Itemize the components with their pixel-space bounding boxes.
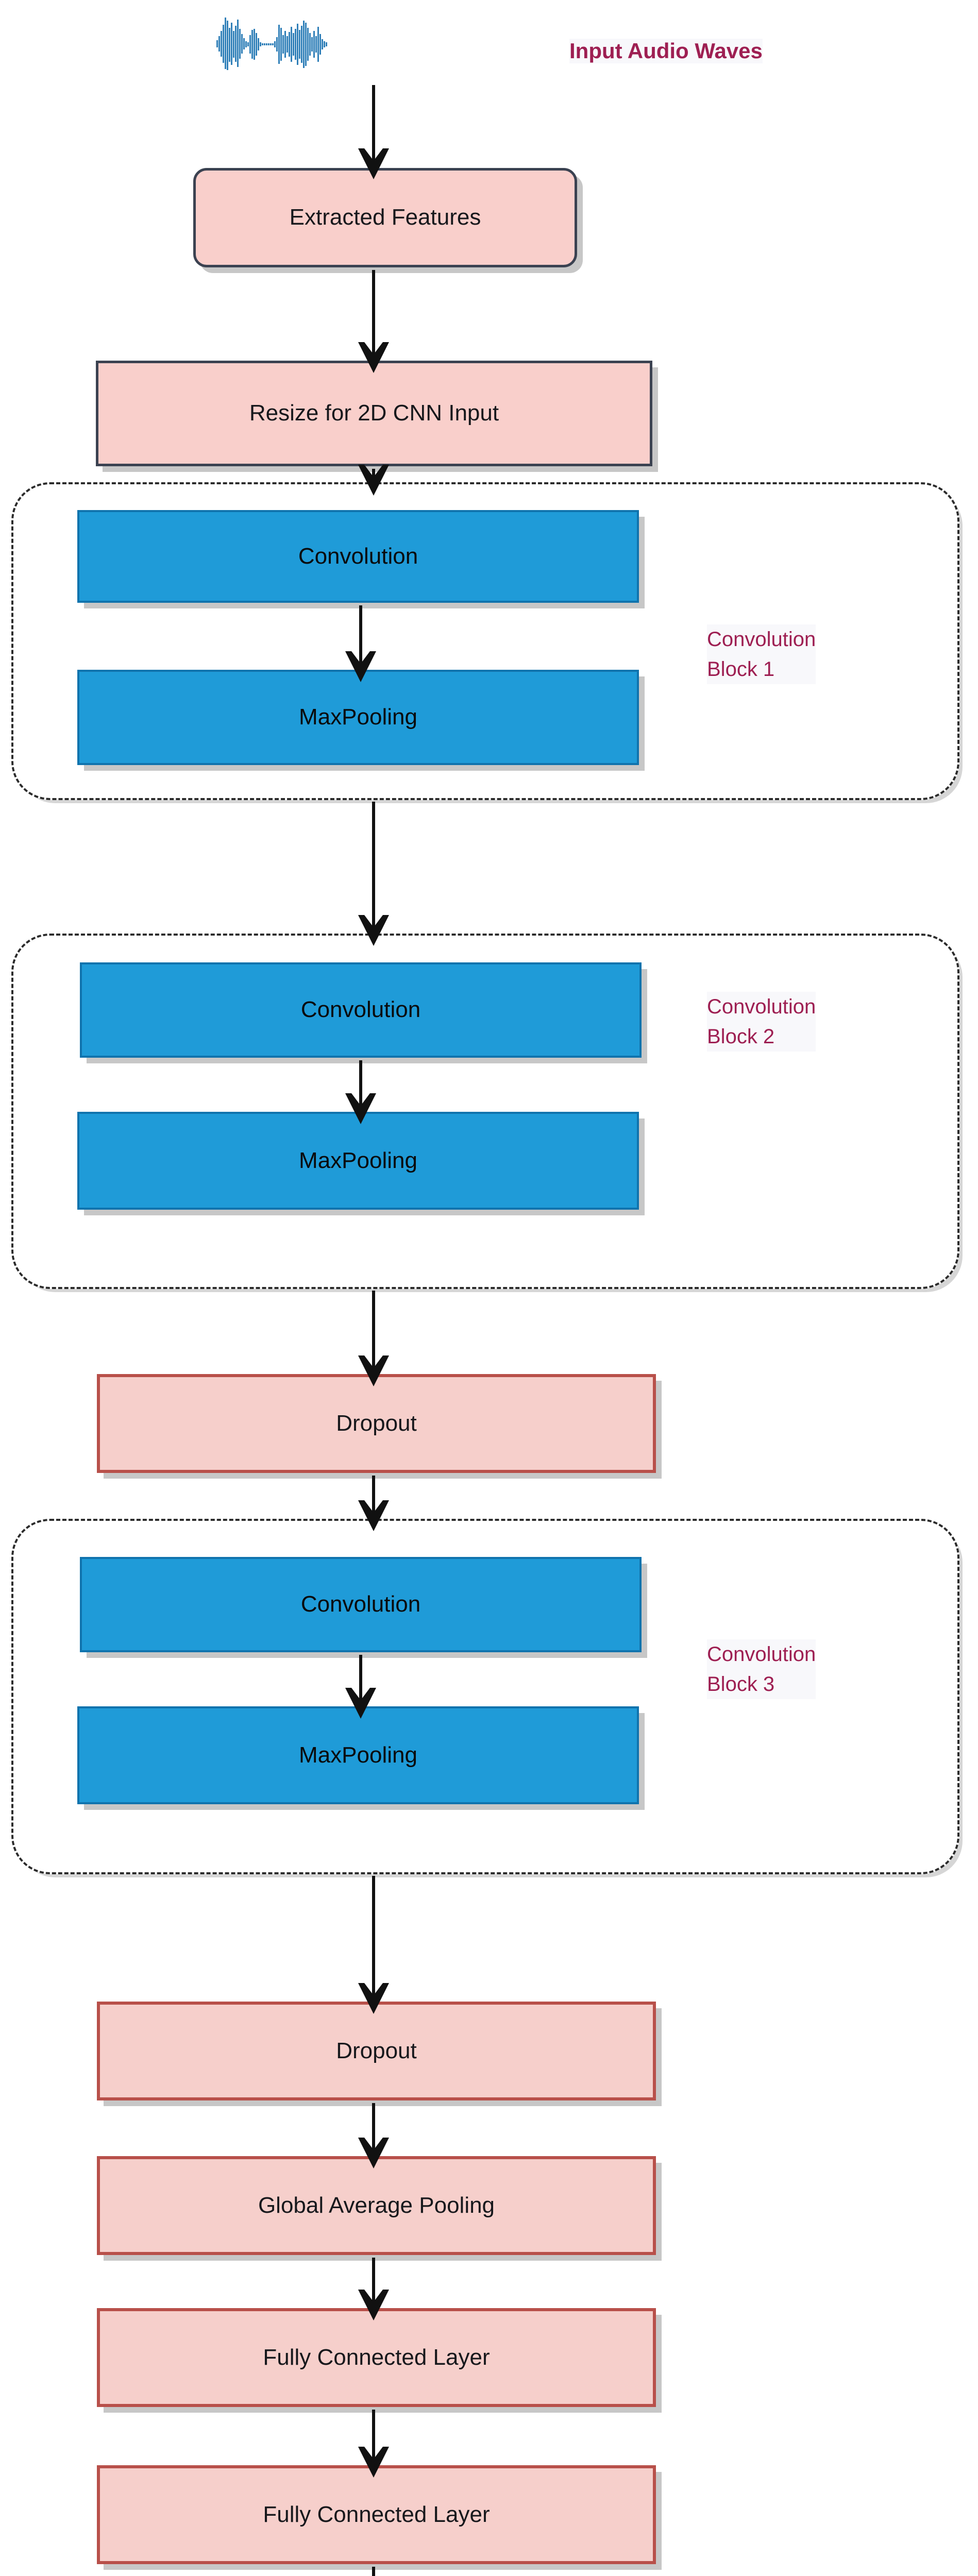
group-convolution-block-3 [11, 1519, 959, 1874]
group-convolution-block-1 [11, 482, 959, 800]
group-label-convolution-block-3: Convolution Block 3 [707, 1639, 816, 1699]
node-conv-block1-convolution[interactable]: Convolution [77, 510, 639, 603]
input-audio-waves-label: Input Audio Waves [569, 39, 763, 63]
node-global-average-pooling[interactable]: Global Average Pooling [97, 2156, 656, 2255]
group-convolution-block-2 [11, 934, 959, 1289]
node-dropout-2[interactable]: Dropout [97, 2002, 656, 2100]
node-conv-block2-maxpooling[interactable]: MaxPooling [77, 1112, 639, 1210]
node-fully-connected-layer-2[interactable]: Fully Connected Layer [97, 2465, 656, 2564]
group-label-convolution-block-1: Convolution Block 1 [707, 624, 816, 684]
node-fully-connected-layer-1[interactable]: Fully Connected Layer [97, 2308, 656, 2407]
node-conv-block1-maxpooling[interactable]: MaxPooling [77, 670, 639, 765]
node-dropout-1[interactable]: Dropout [97, 1374, 656, 1473]
node-conv-block3-convolution[interactable]: Convolution [80, 1557, 642, 1652]
node-conv-block2-convolution[interactable]: Convolution [80, 962, 642, 1058]
node-conv-block3-maxpooling[interactable]: MaxPooling [77, 1706, 639, 1804]
node-extracted-features[interactable]: Extracted Features [193, 168, 577, 267]
audio-waveform-icon [215, 15, 334, 72]
group-label-convolution-block-2: Convolution Block 2 [707, 992, 816, 1052]
node-resize-for-2d-cnn-input[interactable]: Resize for 2D CNN Input [96, 361, 652, 466]
